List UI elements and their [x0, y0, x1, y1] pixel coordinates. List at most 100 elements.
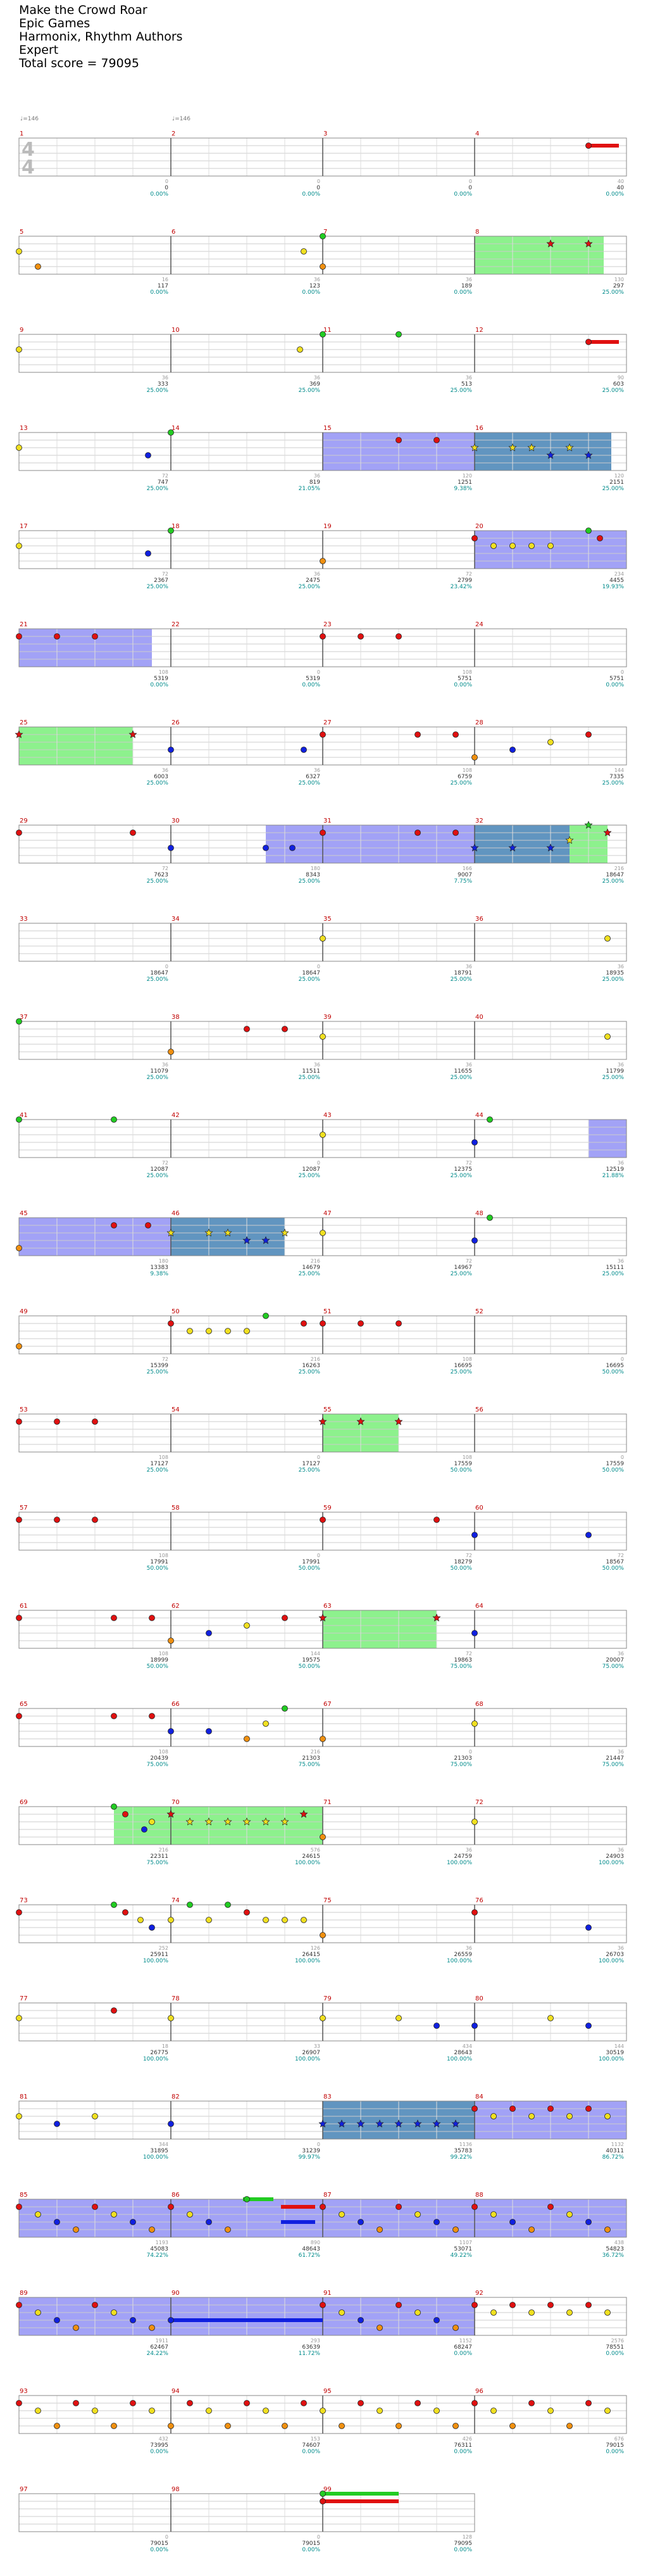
star-note-blue: [394, 2119, 403, 2128]
measure-percent: 100.00%: [295, 1860, 320, 1866]
measure-number: 95: [323, 2388, 332, 2395]
note-green: [282, 1705, 288, 1712]
note-yellow: [206, 1328, 212, 1334]
measure-percent: 61.72%: [299, 2252, 321, 2259]
note-orange: [452, 2423, 459, 2429]
measure-percent: 75.00%: [299, 1762, 321, 1768]
note-blue: [471, 1532, 478, 1538]
note-orange: [377, 2325, 383, 2331]
note-yellow: [528, 2309, 535, 2316]
note-red: [433, 437, 440, 443]
measure-score: 7623: [154, 872, 168, 878]
star-note-blue: [318, 2119, 327, 2128]
note-orange: [452, 2226, 459, 2233]
measure-percent: 100.00%: [447, 1860, 472, 1866]
note-count: 0: [317, 1160, 320, 1166]
note-count: 108: [463, 1356, 472, 1362]
measure-score: 5319: [306, 676, 320, 682]
measure-score: 74607: [302, 2442, 320, 2449]
note-count: 72: [162, 866, 168, 871]
note-yellow: [320, 935, 326, 942]
measure-percent: 75.00%: [451, 1664, 473, 1670]
note-green: [225, 1902, 231, 1908]
measure-percent: 0.00%: [302, 191, 320, 198]
note-red: [111, 1222, 117, 1228]
note-green: [111, 1116, 117, 1123]
note-yellow: [244, 1622, 250, 1629]
measure-number: 20: [475, 523, 483, 530]
note-blue: [471, 1237, 478, 1244]
measure-number: 55: [323, 1406, 332, 1413]
note-red: [320, 2498, 326, 2504]
note-count: 144: [614, 767, 624, 773]
note-green: [16, 1116, 22, 1123]
star-note-blue: [356, 2119, 365, 2128]
note-orange: [320, 1932, 326, 1938]
measure-score: 14967: [454, 1265, 472, 1271]
measure-score: 17991: [302, 1559, 320, 1565]
note-green: [320, 233, 326, 239]
note-count: 72: [466, 1651, 472, 1657]
note-orange: [73, 2226, 79, 2233]
note-green: [487, 1116, 493, 1123]
note-count: 36: [618, 1651, 624, 1657]
note-count: 1136: [459, 2142, 472, 2147]
measure-number: 69: [20, 1799, 28, 1806]
measure-percent: 25.00%: [602, 289, 625, 296]
measure-score: 16695: [454, 1363, 472, 1369]
measure-percent: 0.00%: [454, 2547, 472, 2553]
star-note-yellow: [527, 443, 536, 451]
measure-number: 44: [475, 1112, 483, 1119]
measure-score: 11511: [302, 1068, 320, 1075]
measure-percent: 25.00%: [147, 1173, 169, 1179]
note-orange: [604, 2226, 611, 2233]
note-green: [16, 1018, 22, 1025]
note-count: 108: [463, 1455, 472, 1460]
measure-score: 2475: [306, 578, 320, 584]
note-yellow: [471, 1819, 478, 1825]
note-count: 36: [314, 767, 320, 773]
note-red: [471, 2106, 478, 2112]
note-yellow: [566, 2113, 573, 2119]
measure-score: 117: [158, 283, 168, 289]
measure-score: 35783: [454, 2148, 472, 2154]
note-count: 36: [618, 1847, 624, 1853]
note-count: 0: [621, 1356, 624, 1362]
note-yellow: [16, 248, 22, 255]
note-yellow: [377, 2408, 383, 2414]
star-note-yellow: [280, 1228, 289, 1237]
measure-number: 12: [475, 327, 483, 334]
staff-row: [18, 2002, 627, 2042]
tempo-marking: ♩=146: [20, 116, 39, 122]
measure-percent: 0.00%: [150, 682, 168, 688]
measure-number: 93: [20, 2388, 28, 2395]
note-green: [320, 331, 326, 338]
note-red: [396, 437, 402, 443]
note-yellow: [566, 2309, 573, 2316]
note-blue: [358, 2219, 364, 2225]
note-orange: [377, 2226, 383, 2233]
star-note-blue: [546, 451, 555, 459]
note-red: [54, 1517, 60, 1523]
note-red: [471, 2204, 478, 2210]
measure-score: 747: [158, 479, 168, 486]
note-count: 108: [463, 767, 472, 773]
note-yellow: [320, 1132, 326, 1138]
staff-border: [18, 2493, 475, 2532]
phrase-od: [266, 825, 323, 863]
note-yellow: [282, 1917, 288, 1923]
note-count: 576: [311, 1847, 320, 1853]
measure-percent: 0.00%: [606, 682, 624, 688]
phrase-overlap: [171, 1218, 285, 1256]
note-yellow: [490, 2113, 497, 2119]
note-yellow: [16, 2113, 22, 2119]
note-count: 36: [162, 1062, 168, 1068]
note-blue: [130, 2219, 136, 2225]
measure-number: 96: [475, 2388, 483, 2395]
measure-percent: 25.00%: [147, 388, 169, 394]
measure-score: 14679: [302, 1265, 320, 1271]
measure-percent: 25.00%: [602, 1075, 625, 1081]
measure-number: 41: [20, 1112, 28, 1119]
staff-row: [18, 137, 627, 177]
phrase-sp: [323, 1610, 437, 1648]
